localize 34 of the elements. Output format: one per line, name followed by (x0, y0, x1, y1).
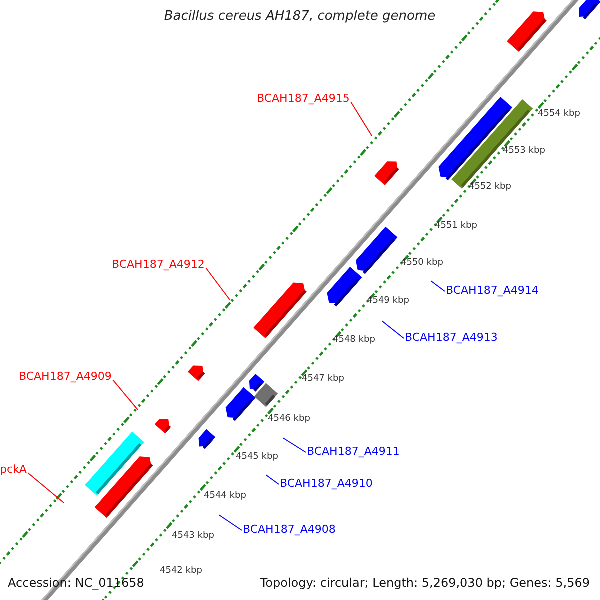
leader-line (218, 514, 242, 531)
scale-label: 4542 kbp (160, 566, 202, 576)
scale-label: 4551 kbp (435, 221, 478, 231)
genome-info-text: Topology: circular; Length: 5,269,030 bp; Genes: 5,569 (260, 576, 590, 590)
gene-label: BCAH187_A4915 (257, 92, 350, 105)
scale-label: 4546 kbp (268, 414, 310, 424)
gene-label: BCAH187_A4910 (280, 477, 373, 490)
scale-label: 4545 kbp (236, 452, 278, 462)
scale-label: 4550 kbp (401, 258, 444, 268)
leader-line (282, 438, 306, 453)
gene-label: BCAH187_A4913 (405, 331, 498, 344)
scale-label: 4553 kbp (503, 146, 546, 156)
leader-line (206, 268, 230, 300)
scale-label: 4552 kbp (469, 182, 512, 192)
gene-label: pckA (0, 463, 27, 476)
gene-label: BCAH187_A4908 (243, 523, 336, 536)
scale-label: 4544 kbp (204, 491, 246, 501)
gene-label: BCAH187_A4909 (19, 370, 112, 383)
scale-label: 4547 kbp (302, 374, 344, 384)
leader-line (382, 320, 404, 339)
leader-line (112, 380, 138, 410)
leader-line (266, 474, 280, 485)
gene-label: BCAH187_A4912 (112, 258, 205, 271)
scale-label: 4554 kbp (538, 109, 580, 119)
scale-label: 4543 kbp (172, 531, 214, 541)
leader-line (28, 472, 64, 504)
leader-line (430, 280, 446, 292)
scale-label: 4549 kbp (367, 296, 410, 306)
gene-label: BCAH187_A4911 (307, 445, 400, 458)
scale-label: 4548 kbp (333, 335, 376, 345)
accession-text: Accession: NC_011658 (8, 576, 144, 590)
gene-label: BCAH187_A4914 (446, 284, 539, 297)
leader-line (350, 102, 372, 136)
title: Bacillus cereus AH187, complete genome (163, 9, 437, 24)
